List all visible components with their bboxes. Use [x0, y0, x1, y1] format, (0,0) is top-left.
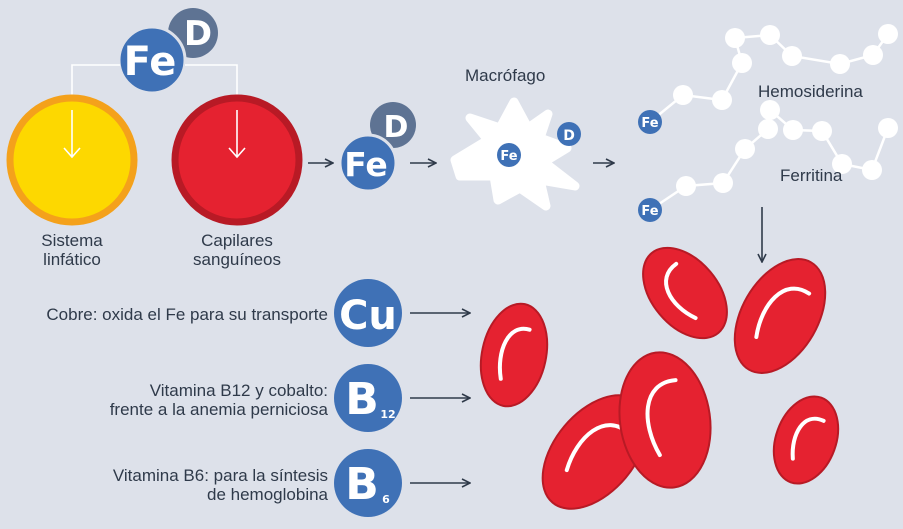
macrophage-label: Macrófago — [465, 66, 546, 85]
lymph-arrow-icon — [63, 110, 81, 159]
copper-circle — [334, 279, 402, 347]
ferritin-iron-circle — [638, 198, 662, 222]
copper-badge: Cu — [334, 279, 402, 347]
hemosiderin-iron-symbol: Fe — [641, 116, 658, 131]
red-cell-1 — [642, 246, 728, 340]
b6-note: Vitamina B6: para la síntesis de hemoglo… — [113, 466, 328, 504]
macrophage-iron-symbol: Fe — [500, 149, 517, 164]
vitamin-b6-badge: B 6 — [334, 449, 402, 517]
ferritin-iron-symbol: Fe — [641, 204, 658, 219]
b6-circle — [334, 449, 402, 517]
iron-symbol-2: Fe — [344, 145, 388, 184]
middle-iron-vitamin-d-molecule: D Fe — [338, 102, 416, 193]
b12-subscript: 12 — [380, 408, 395, 421]
ferritin-chain — [649, 100, 898, 212]
capillaries-circle — [171, 94, 303, 226]
hemosiderin-iron-circle — [638, 110, 662, 134]
capillaries-label: Capilares sanguíneos — [182, 231, 292, 269]
vitamin-b12-badge: B 12 — [334, 364, 402, 432]
capillaries-label-line1: Capilares — [201, 231, 273, 250]
b12-circle — [334, 364, 402, 432]
b12-symbol: B — [345, 374, 379, 425]
capillaries-label-line2: sanguíneos — [193, 250, 281, 269]
b6-note-line1: Vitamina B6: para la síntesis — [112, 466, 328, 485]
b6-note-line2: de hemoglobina — [207, 485, 328, 504]
b12-note-line2: frente a la anemia perniciosa — [109, 400, 328, 419]
b6-subscript: 6 — [382, 493, 390, 506]
iron-circle-2 — [338, 133, 398, 193]
macrophage-iron-circle — [497, 143, 521, 167]
top-iron-vitamin-d-molecule: D Fe — [117, 8, 218, 95]
copper-symbol: Cu — [339, 293, 397, 339]
macrophage-d-circle — [557, 122, 581, 146]
vitamin-d-symbol-2: D — [384, 110, 409, 145]
ferritin-label: Ferritina — [780, 166, 843, 185]
b6-symbol: B — [345, 459, 379, 510]
iron-circle — [117, 25, 187, 95]
lymph-label-line1: Sistema — [41, 231, 103, 250]
red-cell-2 — [733, 258, 827, 374]
b12-note: Vitamina B12 y cobalto: frente a la anem… — [110, 381, 328, 419]
hemosiderin-label: Hemosiderina — [758, 82, 863, 101]
macrophage-d-symbol: D — [563, 128, 575, 144]
red-cell-single — [479, 302, 549, 408]
iron-symbol: Fe — [124, 39, 177, 85]
capillaries-arrow-icon — [228, 110, 246, 159]
vitamin-d-symbol: D — [184, 14, 212, 54]
red-cell-4 — [618, 351, 712, 489]
red-cell-5 — [772, 395, 840, 485]
b12-note-line1: Vitamina B12 y cobalto: — [149, 381, 328, 400]
hemosiderin-chain — [649, 24, 898, 123]
vitamin-d-circle-2 — [370, 102, 416, 148]
copper-note: Cobre: oxida el Fe para su transporte — [46, 305, 328, 324]
red-blood-cells — [479, 246, 840, 510]
lymph-system-circle — [6, 94, 138, 226]
lymph-system-label: Sistema linfático — [22, 231, 122, 269]
lymph-label-line2: linfático — [43, 250, 101, 269]
